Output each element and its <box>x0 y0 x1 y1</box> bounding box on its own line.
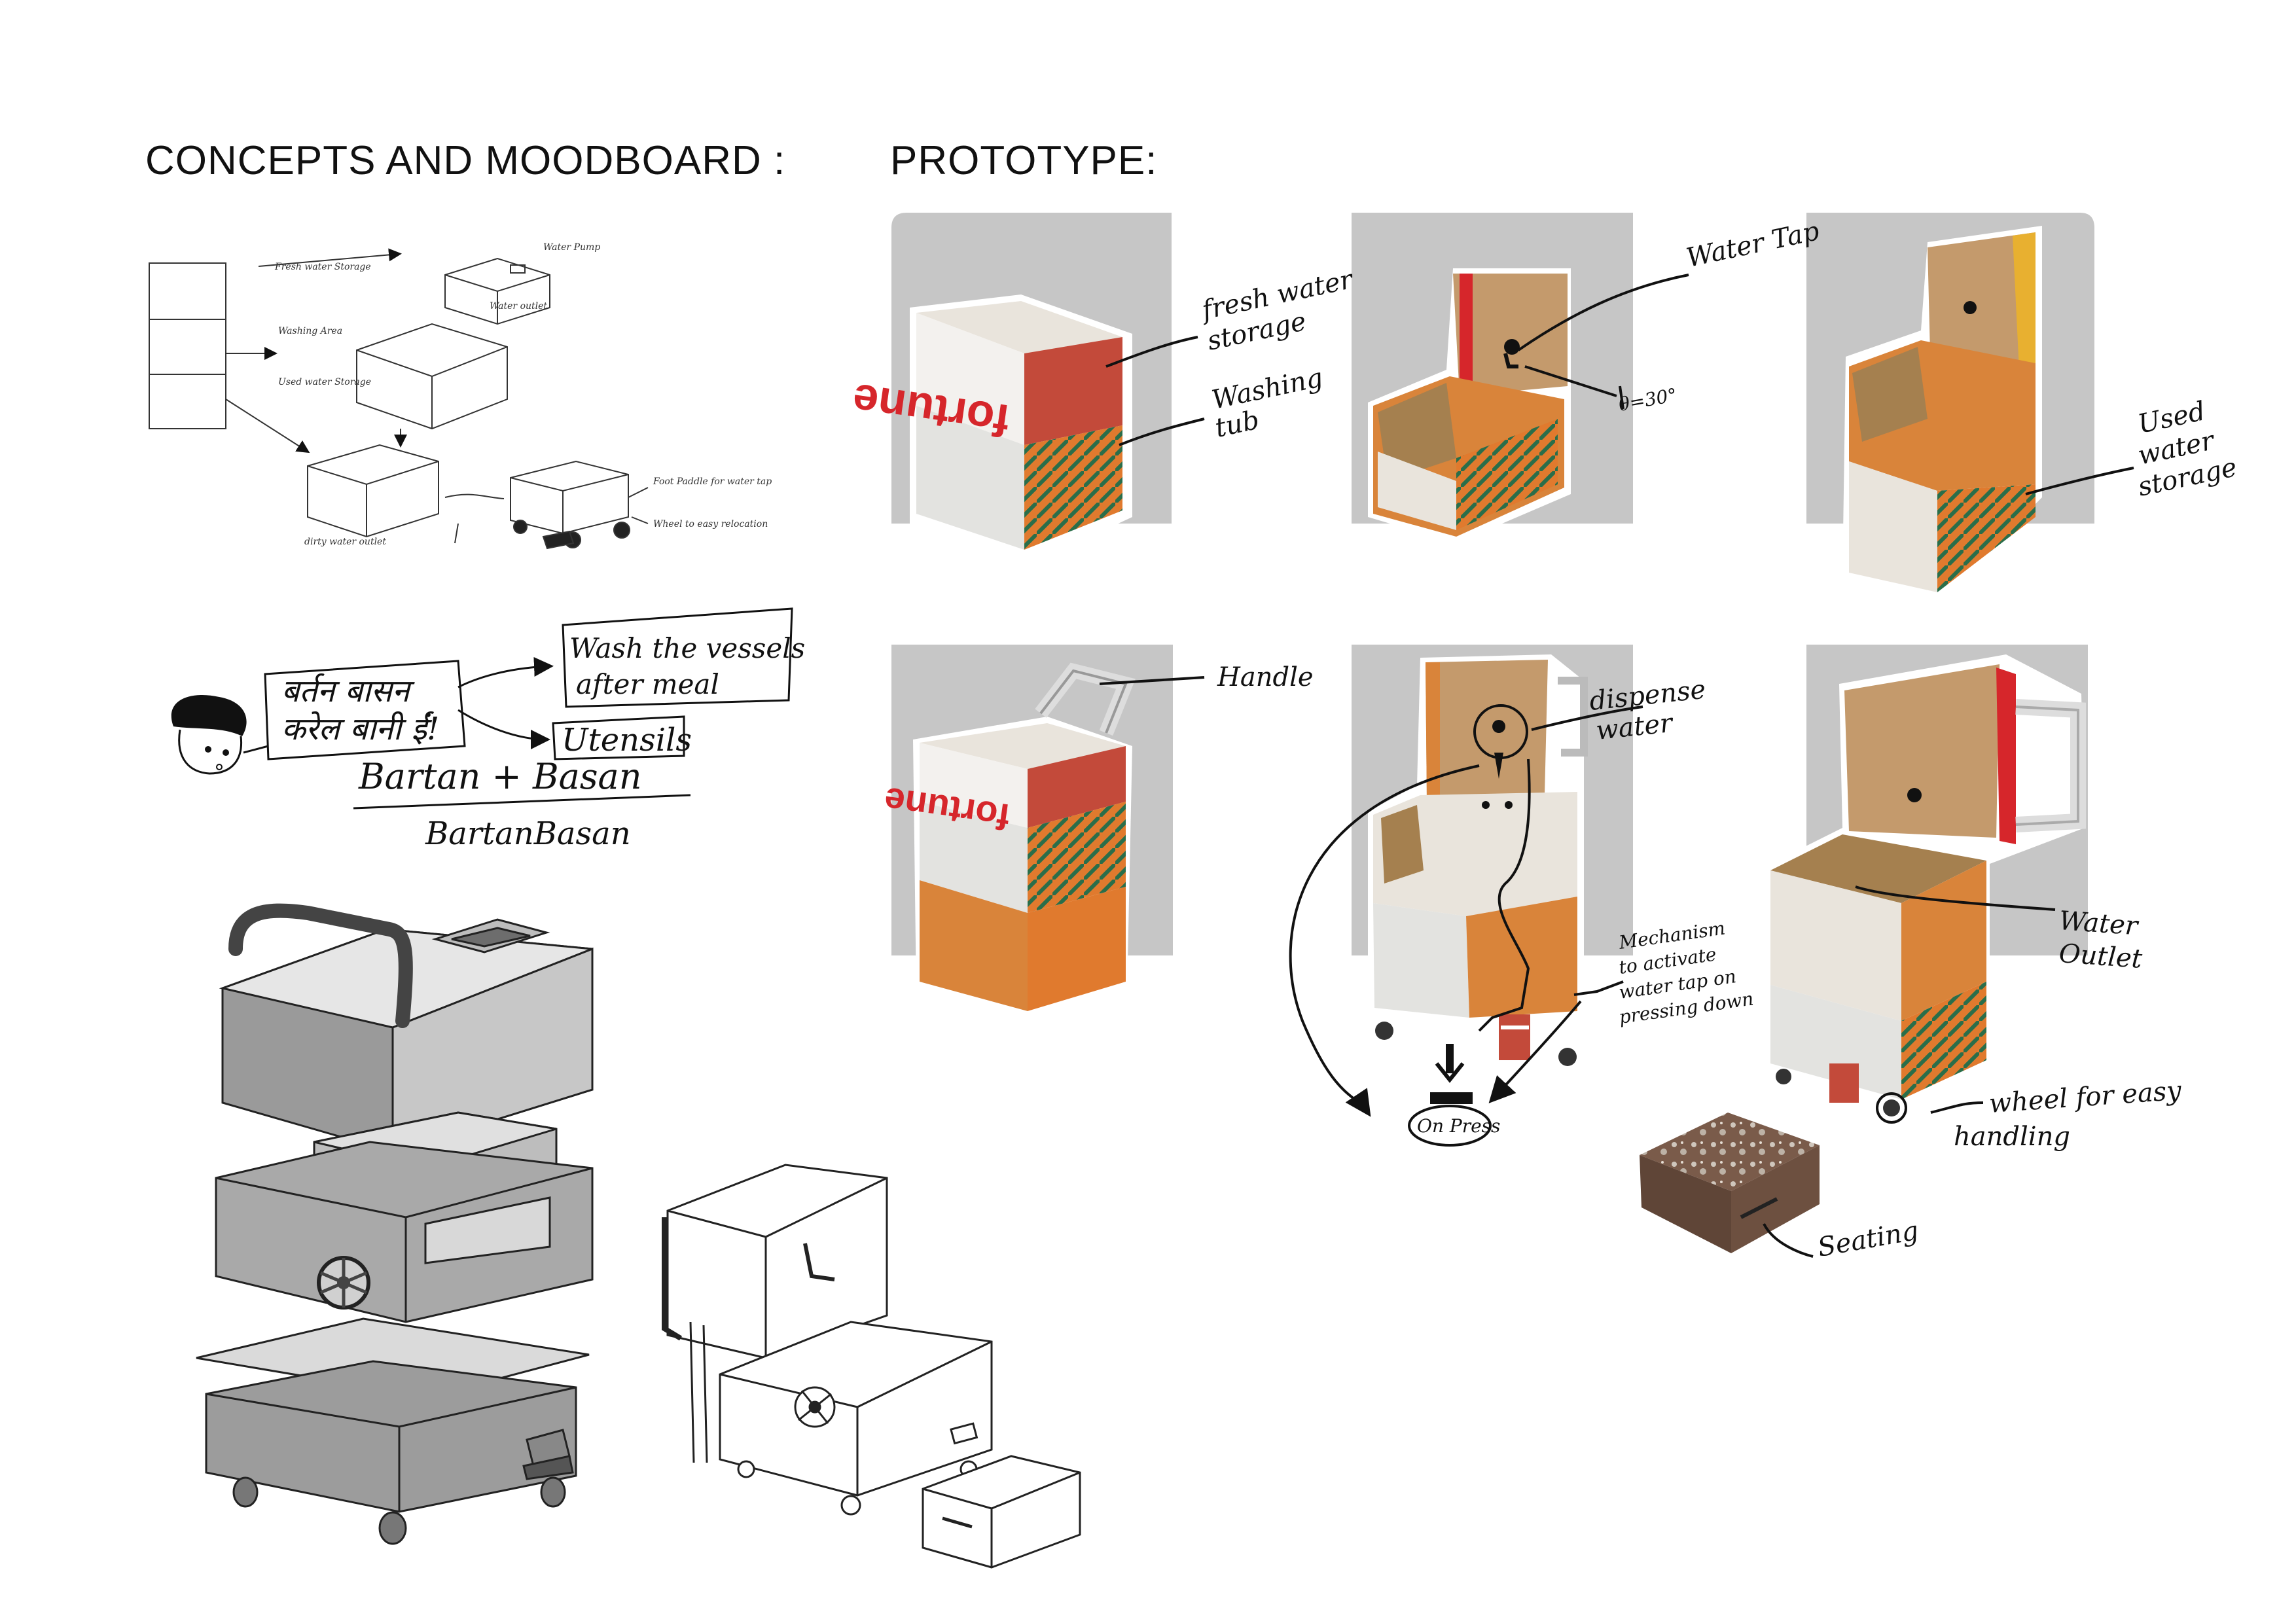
hindi-line-2: करेल बानी ईं! <box>281 711 439 747</box>
prototype-heading: PROTOTYPE: <box>890 138 1158 183</box>
anno-wheel-1: wheel for easy <box>1988 1075 2183 1119</box>
wash-vessels-line-2: after meal <box>576 668 719 700</box>
character-face-icon <box>171 695 247 775</box>
on-press-ellipse <box>1408 1105 1492 1147</box>
label-water-outlet: Water outlet <box>490 301 547 312</box>
label-used-water-storage: Used water Storage <box>278 377 371 387</box>
label-fresh-water-storage: Fresh water Storage <box>274 262 371 272</box>
anno-water-tap: Water Tap <box>1684 216 1822 274</box>
label-wheel-relocation: Wheel to easy relocation <box>653 519 768 529</box>
tap-handle-icon <box>1503 339 1520 368</box>
annotation-lines <box>1099 274 2134 1258</box>
utensils-label: Utensils <box>562 722 692 758</box>
label-washing-area: Washing Area <box>278 326 342 336</box>
concepts-heading: CONCEPTS AND MOODBOARD : <box>145 138 786 183</box>
anno-seating: Seating <box>1816 1216 1921 1263</box>
seating-box-photo <box>1633 1106 1826 1263</box>
prototype-photo-2 <box>1368 268 1571 543</box>
hindi-line-1: बर्तन बासन <box>281 673 415 709</box>
label-water-pump: Water Pump <box>543 242 600 253</box>
label-foot-paddle: Foot Paddle for water tap <box>653 476 772 487</box>
anno-water-outlet-2: Outlet <box>2058 938 2144 974</box>
exploded-render <box>196 903 594 1545</box>
valve-wheel-icon <box>317 1256 370 1310</box>
prototype-photo-6 <box>1764 654 2086 1116</box>
concept-exploded-sketch <box>149 248 649 550</box>
anno-water-outlet-1: Water <box>2058 906 2140 941</box>
naming-result: BartanBasan <box>425 815 631 852</box>
prototype-photo-4 <box>913 662 1136 1054</box>
wash-vessels-line-1: Wash the vessels <box>569 632 805 664</box>
anno-washing-tub-1: Washing <box>1210 363 1326 416</box>
anno-on-press: On Press <box>1417 1115 1500 1137</box>
naming-equation: Bartan + Basan <box>358 756 642 797</box>
naming-sketch <box>171 607 793 810</box>
prototype-photo-3 <box>1842 226 2042 602</box>
prototype-photo-1 <box>910 294 1132 560</box>
anno-wheel-2: handling <box>1954 1122 2070 1152</box>
water-drop-icon <box>1482 720 1513 809</box>
label-dirty-water-outlet: dirty water outlet <box>304 537 386 547</box>
anno-handle: Handle <box>1217 662 1314 692</box>
line-art-render <box>662 1164 1081 1569</box>
